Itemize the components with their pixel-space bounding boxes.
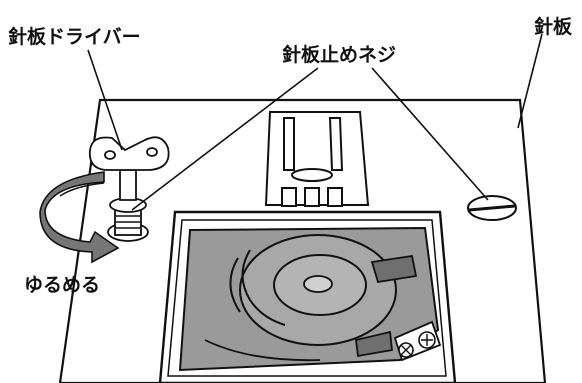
loosen-arrow	[39, 171, 120, 264]
plate-screw-left	[107, 197, 149, 242]
feed-dog-slots	[264, 111, 370, 207]
bobbin	[303, 275, 333, 293]
label-needle-plate: 針板	[534, 16, 573, 38]
bracket-screws	[393, 320, 442, 362]
label-screwdriver: 針板ドライバー	[8, 26, 141, 48]
screwdriver-tool	[88, 136, 170, 201]
plate-screw-right	[467, 195, 517, 221]
label-plate-screw: 針板止めネジ	[282, 44, 397, 66]
leader-lines	[87, 33, 543, 211]
label-loosen: ゆるめる	[24, 274, 101, 296]
